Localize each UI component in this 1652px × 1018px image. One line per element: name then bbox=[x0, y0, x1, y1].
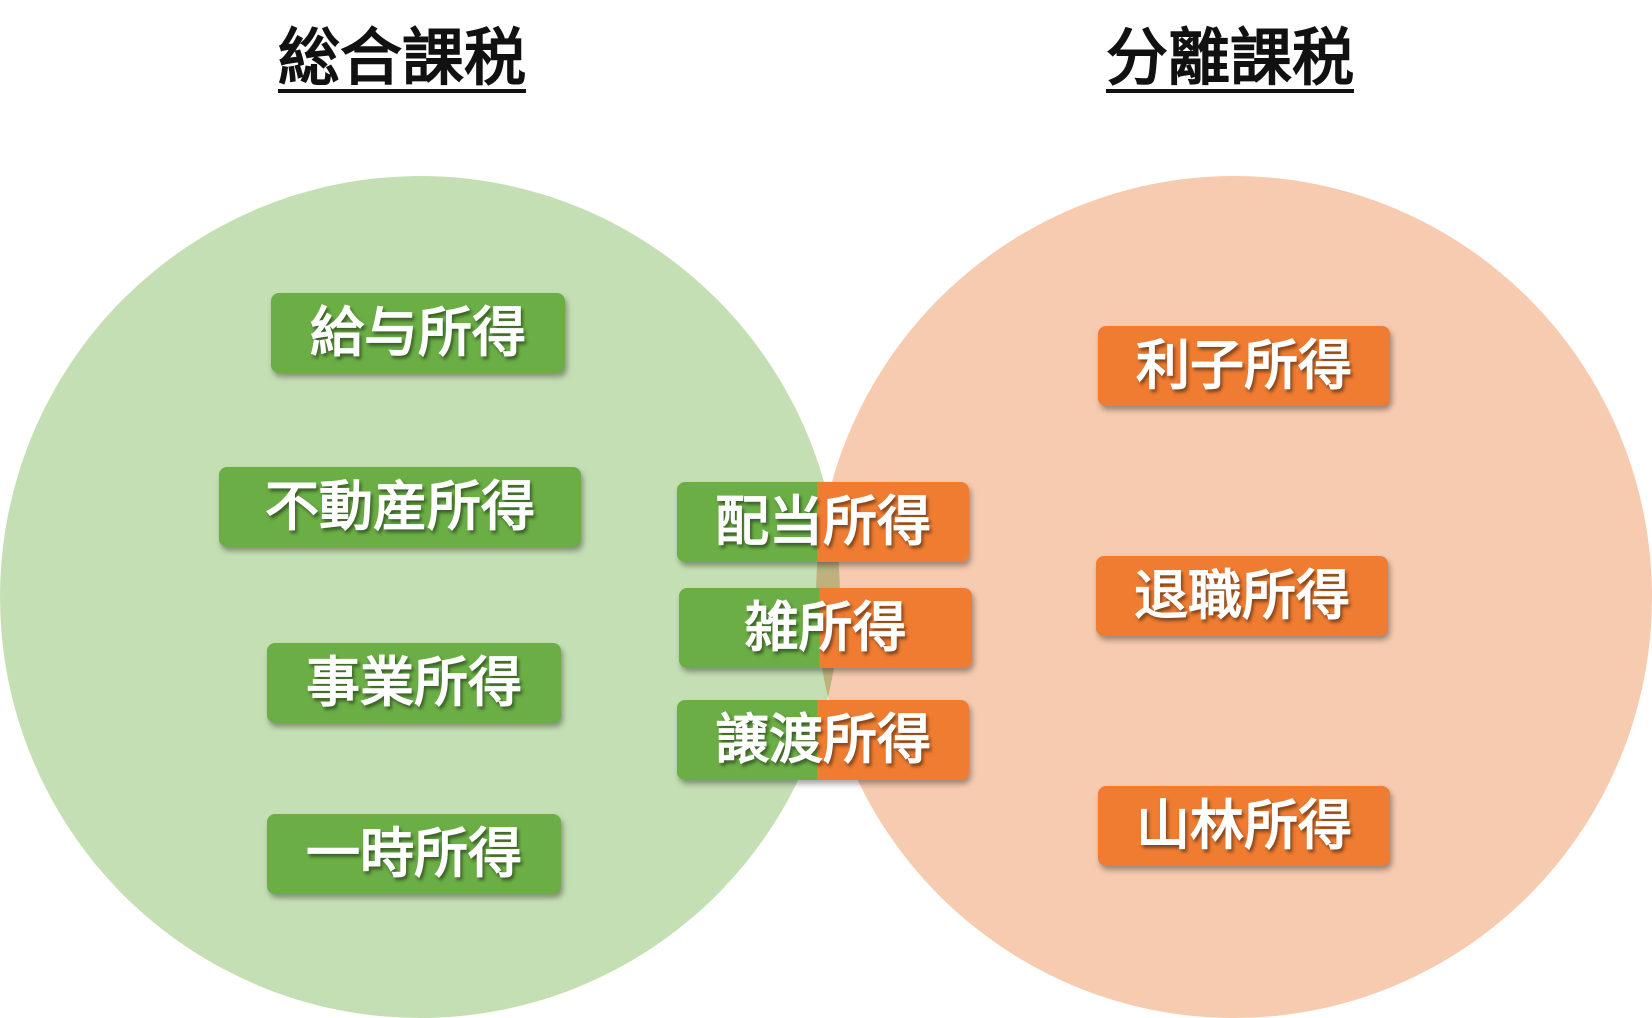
income-tag-transfer: 譲渡所得 bbox=[677, 700, 969, 780]
income-tag-miscellaneous: 雑所得 bbox=[679, 588, 972, 668]
income-tag-real-estate: 不動産所得 bbox=[219, 467, 581, 547]
income-tag-business: 事業所得 bbox=[267, 643, 561, 723]
separate-taxation-heading: 分離課税 bbox=[1106, 21, 1355, 94]
income-tag-occasional: 一時所得 bbox=[267, 814, 561, 894]
income-tag-salary: 給与所得 bbox=[271, 293, 565, 373]
income-tag-interest: 利子所得 bbox=[1098, 326, 1390, 406]
income-tag-retirement: 退職所得 bbox=[1096, 556, 1388, 636]
general-taxation-heading: 総合課税 bbox=[278, 21, 527, 94]
income-tag-forestry: 山林所得 bbox=[1098, 786, 1390, 866]
income-tag-dividend: 配当所得 bbox=[677, 482, 969, 562]
